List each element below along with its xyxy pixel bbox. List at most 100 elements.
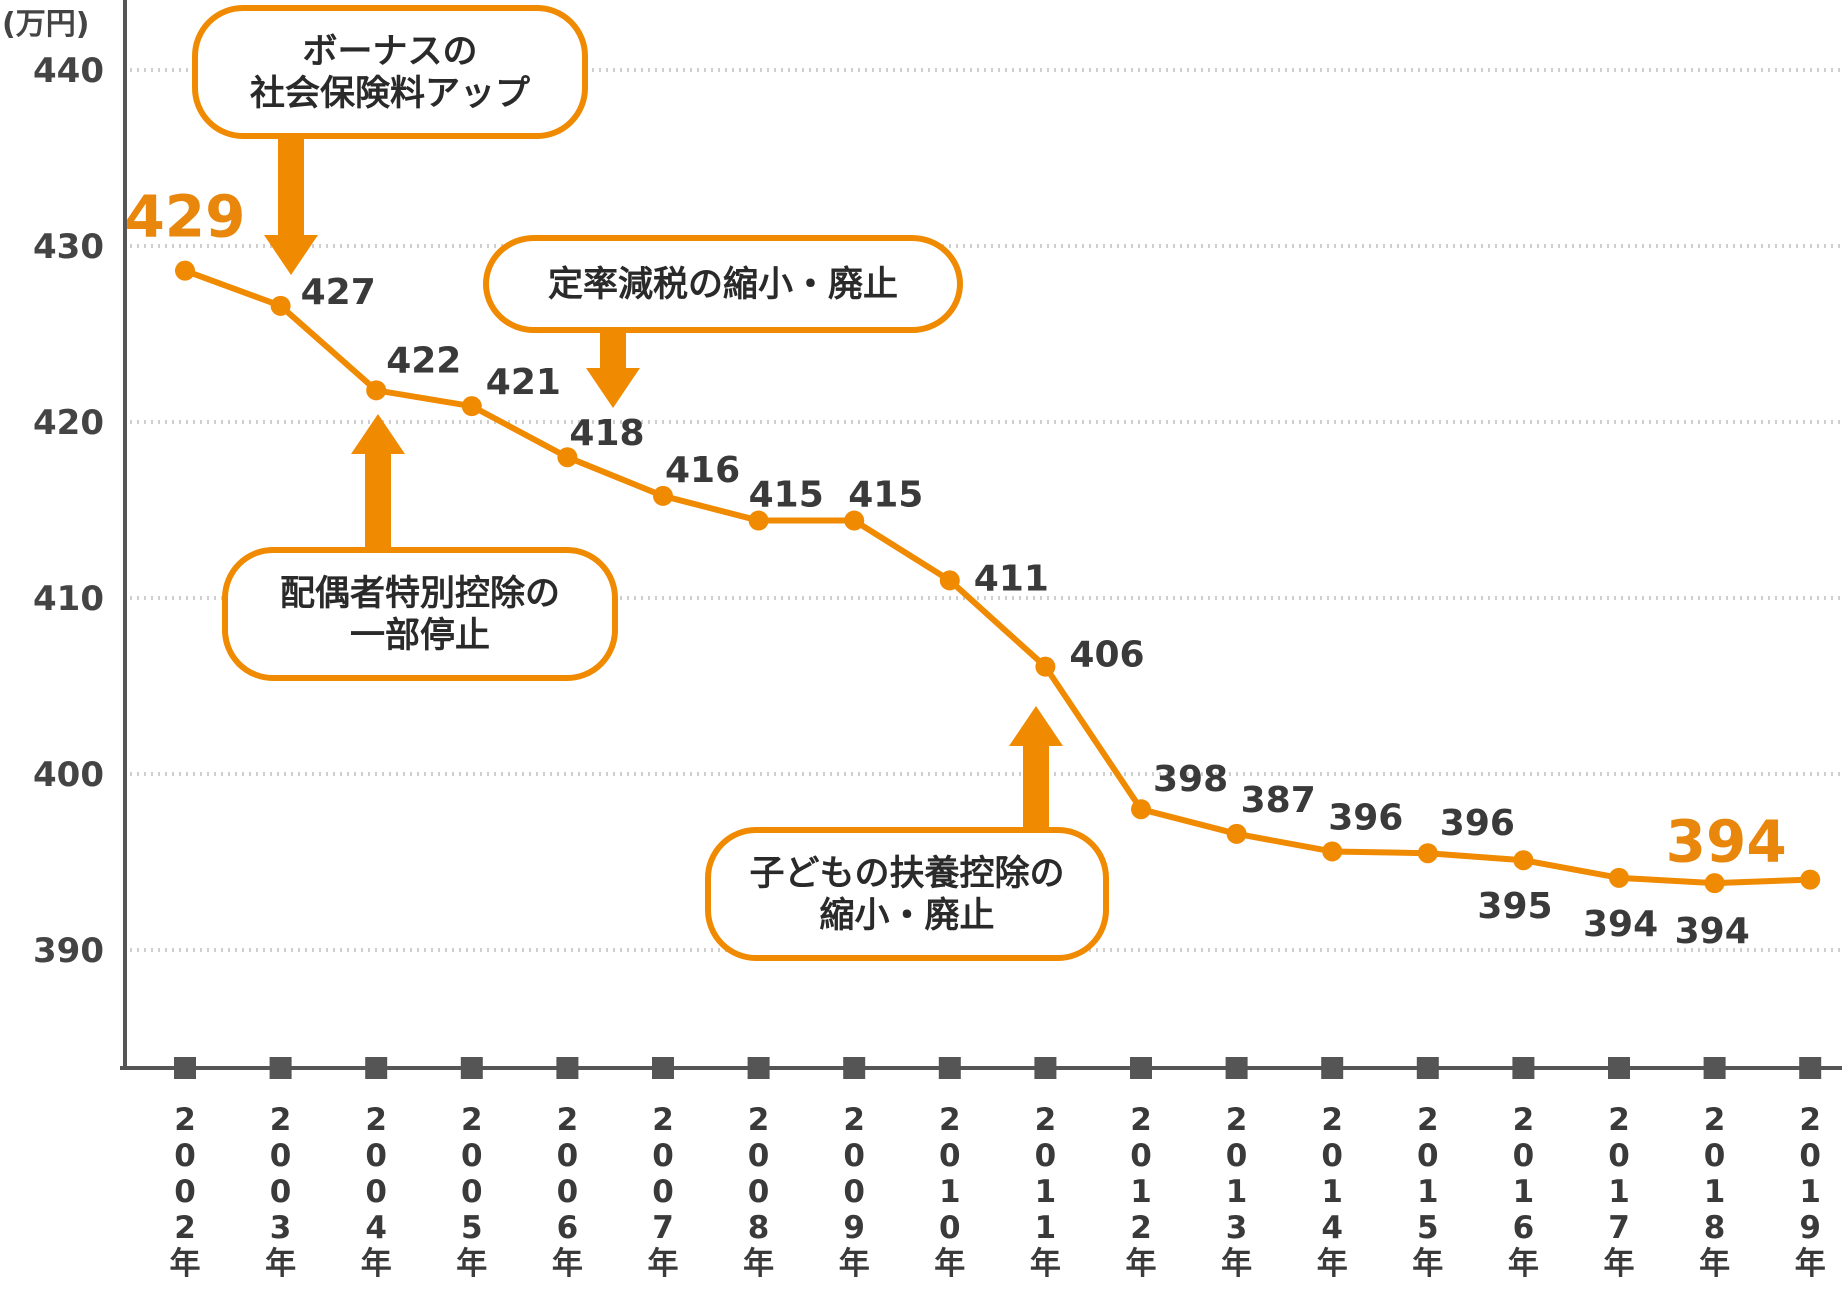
data-label: 418 (569, 413, 644, 454)
data-label: 421 (486, 362, 561, 403)
annotation-arrow (586, 332, 640, 408)
annotation-box (222, 547, 618, 681)
x-axis-marker (174, 1057, 196, 1079)
data-point (175, 260, 195, 281)
data-point (1226, 823, 1247, 844)
x-axis-marker (652, 1057, 674, 1079)
series-path (183, 267, 1811, 887)
series-line (175, 260, 1821, 894)
data-point (1131, 799, 1151, 820)
annotation-text: ボーナスの (302, 32, 477, 72)
y-unit-label: (万円) (2, 7, 89, 42)
data-label: 411 (974, 558, 1049, 599)
data-label: 415 (848, 475, 923, 516)
x-axis-marker (1416, 1057, 1439, 1079)
data-label: 406 (1069, 635, 1144, 676)
data-label: 396 (1440, 803, 1515, 844)
x-axis-marker (843, 1057, 866, 1079)
data-label: 396 (1328, 797, 1403, 838)
data-label: 395 (1477, 886, 1552, 927)
data-point (1417, 843, 1438, 864)
data-point (366, 380, 387, 401)
y-tick-label: 390 (33, 931, 104, 971)
data-point (270, 295, 291, 316)
annotation-box (705, 827, 1109, 961)
data-point (748, 510, 769, 531)
data-point (1035, 656, 1056, 677)
data-label: 422 (386, 340, 461, 381)
data-point (939, 570, 960, 591)
annotation-text: 縮小・廃止 (819, 896, 994, 936)
data-point (557, 447, 578, 468)
y-tick-label: 440 (33, 51, 104, 91)
data-point (844, 510, 865, 531)
x-axis-marker (938, 1057, 961, 1079)
y-tick-label: 400 (33, 755, 104, 795)
data-point (461, 396, 482, 417)
y-tick-label: 420 (33, 403, 104, 443)
annotation-text: 子どもの扶養控除の (749, 854, 1064, 894)
data-point (1704, 873, 1725, 894)
x-axis-marker (269, 1057, 292, 1079)
x-axis-marker (1512, 1057, 1535, 1079)
data-label: 394 (1583, 904, 1658, 945)
data-point (1513, 850, 1534, 871)
data-label: 394 (1675, 911, 1750, 952)
data-label: 415 (749, 475, 824, 516)
annotation-text: 一部停止 (350, 616, 490, 656)
x-axis-marker (1608, 1057, 1630, 1079)
data-label: 429 (124, 183, 245, 251)
annotations: ボーナスの社会保険料アップ定率減税の縮小・廃止配偶者特別控除の一部停止子どもの扶… (192, 5, 1109, 961)
y-tick-label: 410 (33, 579, 104, 619)
x-axis-marker (365, 1057, 388, 1079)
data-point (1322, 841, 1343, 862)
data-label: 427 (301, 272, 376, 313)
annotation-arrow (351, 414, 405, 548)
x-axis-marker (1225, 1057, 1248, 1079)
annotation-text: 定率減税の縮小・廃止 (548, 265, 898, 305)
data-label: 398 (1153, 759, 1228, 800)
annotation-box (192, 5, 588, 139)
y-tick-label: 430 (33, 227, 104, 267)
x-axis-marker (1703, 1057, 1726, 1079)
annotation-arrow (1009, 706, 1063, 828)
annotation-text: 社会保険料アップ (250, 74, 530, 114)
x-axis-marker (1034, 1057, 1057, 1079)
data-point (1609, 867, 1629, 888)
annotation-box (483, 235, 963, 333)
x-axis-marker (1799, 1057, 1822, 1079)
x-axis-marker (1130, 1057, 1152, 1079)
y-tick-labels: 390 400 410 420 430 440 (33, 51, 104, 971)
x-axis-marker (1321, 1057, 1344, 1079)
axes: (万円) (2, 0, 1842, 1070)
data-point (653, 485, 673, 506)
x-axis-marker (460, 1057, 483, 1079)
data-label: 416 (665, 450, 740, 491)
x-axis-marker (747, 1057, 770, 1079)
data-point (1800, 869, 1821, 890)
data-label: 387 (1241, 780, 1316, 821)
